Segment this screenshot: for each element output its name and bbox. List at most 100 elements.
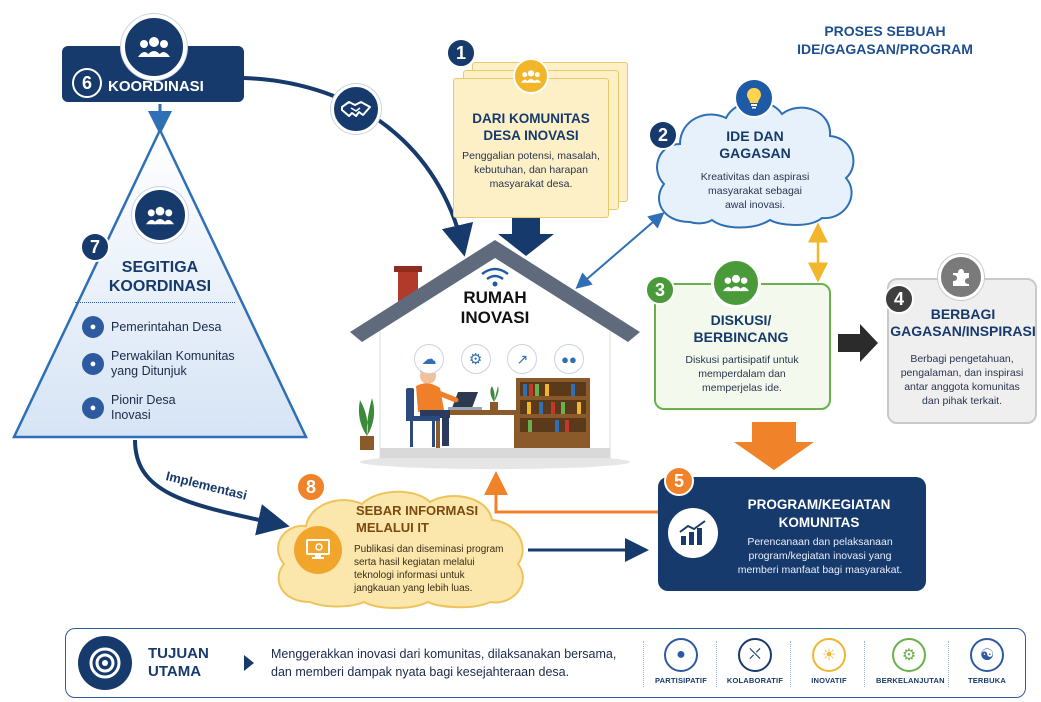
step4-title-line1: BERBAGI	[930, 306, 996, 322]
step2-cloud	[656, 100, 855, 229]
step5-icon-circle	[668, 508, 718, 558]
step2-desc-line: Kreativitas dan aspirasi	[700, 171, 810, 183]
step8-desc-line: jangkauan yang lebih luas.	[354, 583, 473, 594]
triangle-divider	[75, 302, 235, 303]
step8-desc-line: Publikasi dan diseminasi program	[354, 544, 504, 555]
step1-icon-circle	[513, 58, 549, 94]
step1-desc-line: Penggalian potensi, masalah,	[462, 150, 600, 162]
pioneer-icon: ●	[82, 397, 104, 419]
lightbulb-icon: ☀	[812, 638, 846, 672]
step5-title: PROGRAM/KEGIATAN KOMUNITAS	[724, 496, 914, 532]
step8-desc-line: teknologi informasi untuk	[354, 570, 465, 581]
step6-number: 6	[72, 68, 102, 98]
step4-desc: Berbagi pengetahuan, pengalaman, dan ins…	[890, 352, 1034, 408]
value-terbuka: ☯ TERBUKA	[958, 629, 1016, 685]
handshake-icon	[341, 101, 371, 117]
triangle-item-pionir: ● Pionir Desa Inovasi	[82, 393, 176, 423]
triangle-item-label-2: Inovasi	[111, 408, 151, 422]
value-berkelanjutan: ⚙ BERKELANJUTAN	[876, 629, 945, 685]
arrow-house-to-ideas	[575, 212, 665, 289]
step3-title-line2: BERBINCANG	[693, 329, 789, 345]
triangle-title-line1: SEGITIGA	[121, 259, 199, 276]
gear-icon: ⚙	[892, 638, 926, 672]
triangle-item-label: Pemerintahan Desa	[111, 319, 222, 334]
goal-text-line2: dan memberi dampak nyata bagi kesejahter…	[271, 665, 570, 679]
handshake-circle	[331, 84, 381, 134]
step3-desc-line: Diskusi partisipatif untuk	[685, 354, 799, 366]
value-separator	[864, 641, 865, 687]
koordinasi-icon-circle	[121, 14, 187, 80]
arrow-implementasi	[133, 439, 290, 536]
goal-text-line1: Menggerakkan inovasi dari komunitas, dil…	[271, 647, 617, 661]
step4-title-line2: GAGASAN/INSPIRASI	[890, 323, 1036, 339]
monitor-touch-icon	[306, 539, 330, 559]
koordinasi-label: KOORDINASI	[108, 78, 204, 95]
triangle-title: SEGITIGA KOORDINASI	[100, 258, 220, 296]
step4-desc-line: dan pihak terkait.	[922, 395, 1002, 407]
house-title: RUMAH INOVASI	[430, 288, 560, 328]
step3-desc-line: memperdalam dan	[698, 368, 786, 380]
step5-desc: Perencanaan dan pelaksanaan program/kegi…	[718, 535, 922, 577]
value-label: INOVATIF	[811, 676, 847, 685]
goal-title-line2: UTAMA	[148, 663, 202, 680]
step5-desc-line: Perencanaan dan pelaksanaan	[747, 536, 893, 548]
step1-title: DARI KOMUNITAS DESA INOVASI	[455, 110, 607, 144]
step5-desc-line: program/kegiatan inovasi yang	[748, 550, 892, 562]
triangle-item-pemerintahan: ● Pemerintahan Desa	[82, 316, 221, 338]
house-title-line2: INOVASI	[460, 308, 530, 327]
house-title-line1: RUMAH	[463, 288, 527, 307]
triangle-item-label: Pionir Desa	[111, 393, 176, 407]
puzzle-icon	[953, 269, 969, 286]
people-group-icon	[146, 206, 174, 224]
goal-title: TUJUAN UTAMA	[148, 645, 209, 681]
step1-desc-line: masyarakat desa.	[489, 178, 573, 190]
value-kolaboratif: ⛌ KOLABORATIF	[726, 629, 784, 685]
step8-title: SEBAR INFORMASI MELALUI IT	[356, 502, 506, 536]
value-separator	[948, 641, 949, 687]
step1-card	[453, 78, 609, 218]
triangle-icon-circle	[132, 187, 188, 243]
value-label: KOLABORATIF	[726, 676, 784, 685]
value-separator	[643, 641, 644, 687]
people-group-icon: ●	[664, 638, 698, 672]
step3-desc: Diskusi partisipatif untuk memperdalam d…	[664, 353, 820, 395]
house-illustration	[350, 240, 640, 469]
step8-desc: Publikasi dan diseminasi program serta h…	[354, 543, 524, 595]
people-group-icon	[138, 37, 170, 57]
globe-icon: ☯	[970, 638, 1004, 672]
triangle-item-label-2: yang Ditunjuk	[111, 364, 187, 378]
step8-title-line2: MELALUI IT	[356, 520, 429, 535]
step5-title-line2: KOMUNITAS	[778, 515, 860, 530]
triangle-item-perwakilan: ● Perwakilan Komunitas yang Ditunjuk	[82, 349, 235, 379]
headline-line1: PROSES SEBUAH	[824, 23, 946, 39]
step8-cloud	[277, 490, 524, 609]
triangle-title-line2: KOORDINASI	[108, 278, 212, 295]
arrow-program-to-house	[484, 471, 658, 514]
step4-title: BERBAGI GAGASAN/INSPIRASI	[886, 306, 1040, 340]
people-group-icon: ●●	[553, 344, 584, 374]
step8-title-line1: SEBAR INFORMASI	[356, 503, 479, 518]
step7-number: 7	[80, 232, 110, 262]
gear-icon: ⚙	[460, 344, 491, 374]
step2-desc-line: masyarakat sebagai	[708, 185, 802, 197]
headline-line2: IDE/GAGASAN/PROGRAM	[797, 41, 973, 57]
government-people-icon: ●	[82, 316, 104, 338]
triangle-item-label: Perwakilan Komunitas	[111, 349, 235, 363]
step4-desc-line: Berbagi pengetahuan,	[910, 353, 1014, 365]
step1-number: 1	[446, 38, 476, 68]
step3-title: DISKUSI/ BERBINCANG	[666, 312, 816, 346]
arrow-discussion-to-sharing	[838, 324, 878, 362]
step4-icon-circle	[938, 254, 984, 300]
arrow-koordinasi-to-house	[243, 76, 474, 257]
step8-icon-circle	[294, 526, 342, 574]
step8-number: 8	[296, 472, 326, 502]
step1-title-line2: DESA INOVASI	[483, 128, 579, 143]
target-icon-graphic	[89, 647, 121, 679]
value-partisipatif: ● PARTISIPATIF	[652, 629, 710, 685]
step4-desc-line: antar anggota komunitas	[904, 381, 1020, 393]
value-inovatif: ☀ INOVATIF	[800, 629, 858, 685]
goal-title-line1: TUJUAN	[148, 645, 209, 662]
value-separator	[790, 641, 791, 687]
lightbulb-icon	[747, 88, 761, 109]
step2-number: 2	[648, 120, 678, 150]
